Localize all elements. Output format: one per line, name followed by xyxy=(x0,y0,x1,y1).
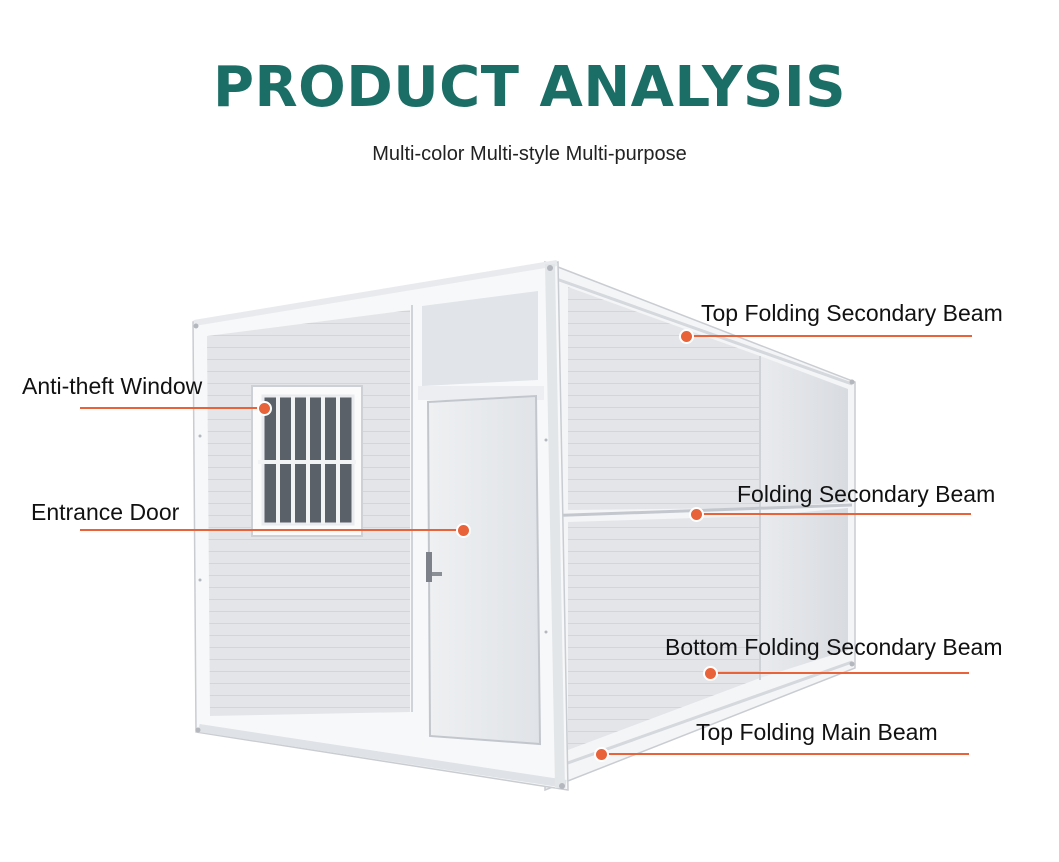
callout-leader-line xyxy=(602,753,969,755)
callout-label: Folding Secondary Beam xyxy=(737,481,996,507)
callout-label: Top Folding Main Beam xyxy=(696,719,938,745)
page-subtitle: Multi-color Multi-style Multi-purpose xyxy=(372,143,687,165)
entrance-door-illustration xyxy=(418,386,544,746)
callout-marker xyxy=(703,666,718,681)
callout-marker xyxy=(456,523,471,538)
callout-leader-line xyxy=(687,335,972,337)
callout-leader-line xyxy=(697,513,971,515)
callout-marker xyxy=(257,401,272,416)
callout-label: Top Folding Secondary Beam xyxy=(701,300,1003,326)
callout-leader-line xyxy=(80,407,266,409)
anti-theft-window-illustration xyxy=(251,385,363,537)
callout-label: Bottom Folding Secondary Beam xyxy=(665,634,1003,660)
callout-marker xyxy=(594,747,609,762)
callout-marker xyxy=(689,507,704,522)
frame-bolts xyxy=(193,265,855,789)
callout-label: Entrance Door xyxy=(31,499,180,525)
callout-label: Anti-theft Window xyxy=(22,373,203,399)
callout-leader-line xyxy=(711,672,969,674)
page-title: PRODUCT ANALYSIS xyxy=(212,55,847,120)
callout-marker xyxy=(679,329,694,344)
side-wall xyxy=(541,260,856,792)
callout-leader-line xyxy=(80,529,464,531)
